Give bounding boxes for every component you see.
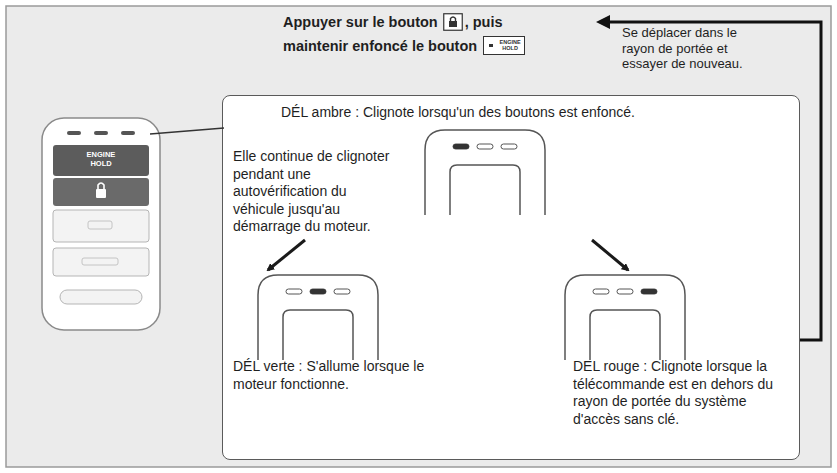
branch-arrow (592, 240, 628, 270)
note-text: Se déplacer dans le rayon de portée et e… (622, 25, 752, 72)
led-description: DÉL verte : S'allume lorsque le moteur f… (233, 358, 438, 393)
amber-led-closeup (425, 130, 545, 215)
branch-arrow (268, 240, 305, 270)
instruction-text: Appuyer sur le bouton (283, 14, 438, 30)
panel (6, 6, 831, 467)
led-description: DÉL rouge : Clignote lorsque la télécomm… (573, 358, 795, 428)
icon-dot (489, 44, 493, 47)
instruction-row: Appuyer sur le bouton , puis (283, 13, 503, 31)
instruction-text: , puis (465, 14, 503, 30)
button-label: ENGINE HOLD (498, 39, 522, 51)
engine-hold-icon: ENGINE HOLD (483, 36, 525, 55)
instruction-text: maintenir enfoncé le bouton (283, 38, 477, 54)
lock-button (53, 178, 149, 206)
instruction-row: maintenir enfoncé le bouton ENGINE HOLD (283, 36, 525, 55)
led-description: DÉL ambre : Clignote lorsqu'un des bouto… (281, 104, 761, 122)
lock-icon (443, 13, 463, 31)
engine-hold-button (53, 145, 149, 176)
green-led-closeup (258, 275, 378, 360)
leader-line (150, 128, 224, 134)
red-led-closeup (565, 275, 685, 360)
led-description: Elle continue de clignoter pendant une a… (233, 148, 401, 236)
return-arrow (608, 22, 821, 340)
button-label: ENGINE HOLD (82, 150, 120, 168)
arrow-head (596, 15, 610, 29)
key-fob (42, 118, 160, 330)
